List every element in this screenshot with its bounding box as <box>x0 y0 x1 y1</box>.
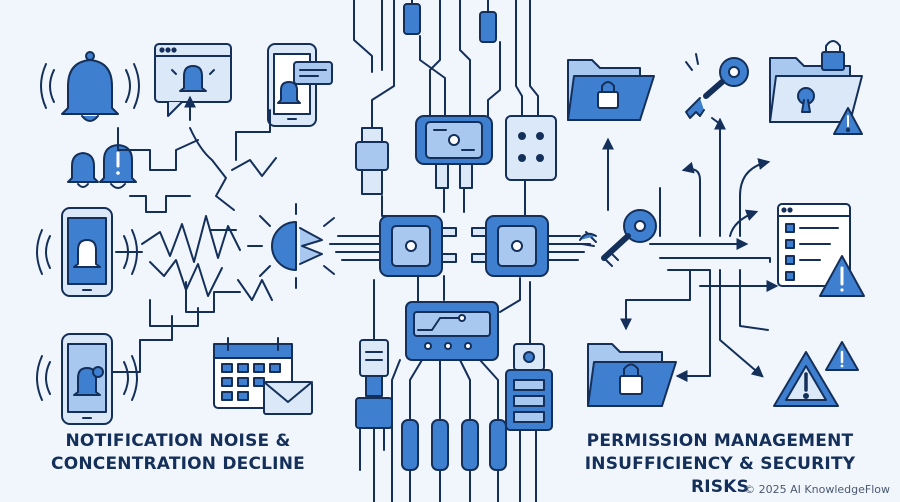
copyright-notice: © 2025 AI KnowledgeFlow <box>744 483 890 496</box>
bell-icon <box>40 51 140 122</box>
locked-folder-icon <box>567 59 655 121</box>
left-panel <box>36 43 335 425</box>
caption-left-line2: CONCENTRATION DECLINE <box>51 454 305 474</box>
center-panel <box>329 0 591 502</box>
locked-folder-warning-icon <box>769 40 863 135</box>
caption-left-line1: NOTIFICATION NOISE & <box>65 431 291 451</box>
envelope-icon <box>263 381 313 415</box>
usb-plug-icon <box>355 339 393 429</box>
power-plug-icon <box>415 115 493 189</box>
connector-socket-icon <box>505 343 553 431</box>
circuit-board-icon <box>401 301 507 471</box>
caption-permission-management: PERMISSION MANAGEMENT INSUFFICIENCY & SE… <box>560 430 880 499</box>
right-panel <box>567 40 865 407</box>
caption-right-line2: INSUFFICIENCY & SECURITY RISKS <box>584 454 856 497</box>
connector-socket-icon <box>505 115 557 181</box>
adapter-plug-icon <box>471 215 549 277</box>
caption-right-line1: PERMISSION MANAGEMENT <box>586 431 854 451</box>
key-icon <box>579 209 657 267</box>
warning-triangle-icon <box>773 341 859 407</box>
caption-notification-noise: NOTIFICATION NOISE & CONCENTRATION DECLI… <box>28 430 328 476</box>
cable-plug-icon <box>355 3 497 195</box>
cable-bundle <box>329 0 591 502</box>
checklist-warning-icon <box>777 203 865 297</box>
locked-folder-icon <box>587 343 677 407</box>
broken-target-icon <box>247 203 335 289</box>
lightning-scribble-icon <box>111 95 277 373</box>
phone-bell-icon <box>36 333 138 425</box>
phone-bell-icon <box>36 207 138 297</box>
adapter-plug-icon <box>379 215 457 277</box>
browser-alert-icon <box>154 43 232 117</box>
permission-arrows <box>602 117 779 382</box>
phone-notification-icon <box>267 43 333 127</box>
broken-key-icon <box>685 53 749 125</box>
double-bell-icon <box>67 144 137 189</box>
